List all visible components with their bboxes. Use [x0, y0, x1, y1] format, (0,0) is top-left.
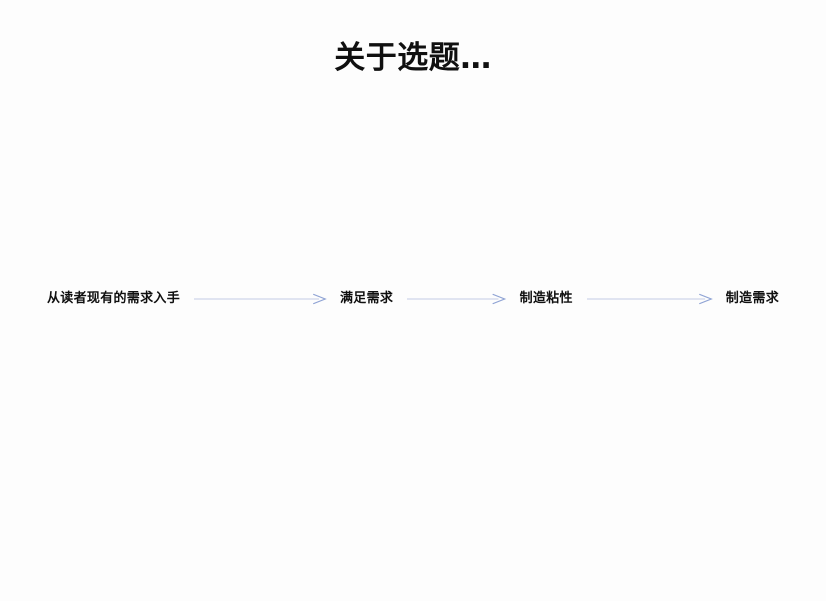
flow-step-4: 制造需求: [725, 291, 779, 306]
flow-step-1: 从读者现有的需求入手: [47, 291, 181, 306]
page-title: 关于选题…: [334, 40, 492, 76]
flow-step-3: 制造粘性: [519, 291, 573, 306]
arrow-right-icon: [586, 292, 713, 306]
arrow-right-icon: [407, 292, 507, 306]
arrow-right-icon: [194, 292, 327, 306]
process-flow-diagram: 从读者现有的需求入手 满足需求 制造粘性 制造需求: [47, 286, 779, 312]
flow-step-2: 满足需求: [339, 291, 394, 306]
